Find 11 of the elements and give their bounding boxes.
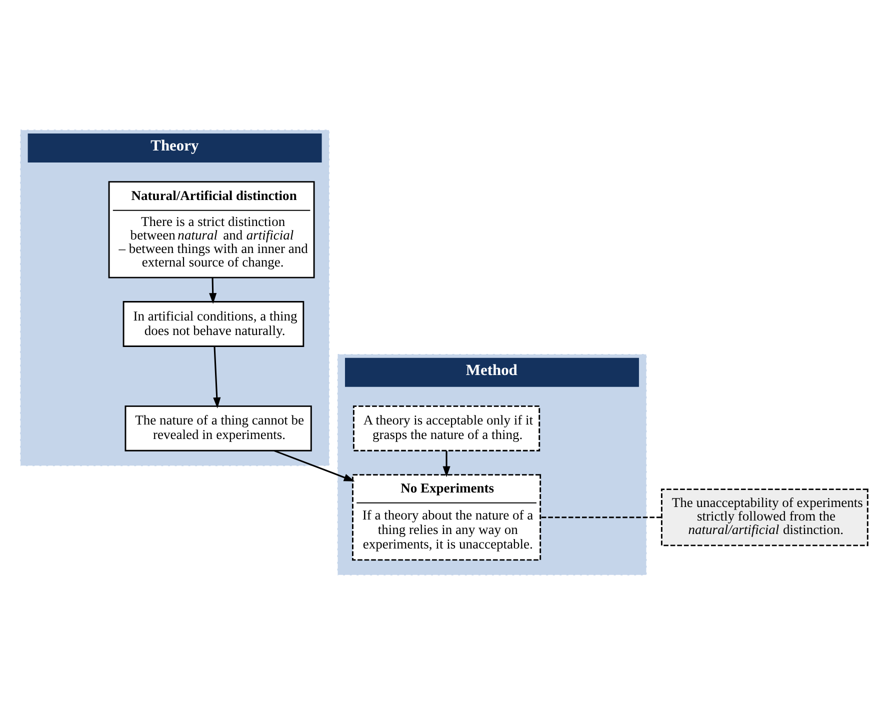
arrow	[442, 450, 450, 478]
node-box: The nature of a thing cannot be revealed in experiments.	[124, 405, 312, 452]
node-box: No Experiments If a theory about the nature of a thing relies in any way on experiments, it is unacceptable.	[352, 474, 542, 561]
arrow	[209, 278, 217, 304]
node-box: Natural/Artificial distinction There is a strict distinction between natural and artificial – between things with an inner and external source of change.	[108, 181, 315, 278]
node-box: A theory is acceptable only if it grasps the nature of a thing.	[352, 405, 540, 452]
arrow	[213, 346, 221, 408]
node-box: In artificial conditions, a thing does not behave naturally.	[122, 301, 304, 347]
connector	[540, 516, 662, 518]
node-box: The unacceptability of experiments strictly followed from the natural/artificial distinction.	[660, 488, 868, 546]
arrow	[274, 450, 355, 482]
